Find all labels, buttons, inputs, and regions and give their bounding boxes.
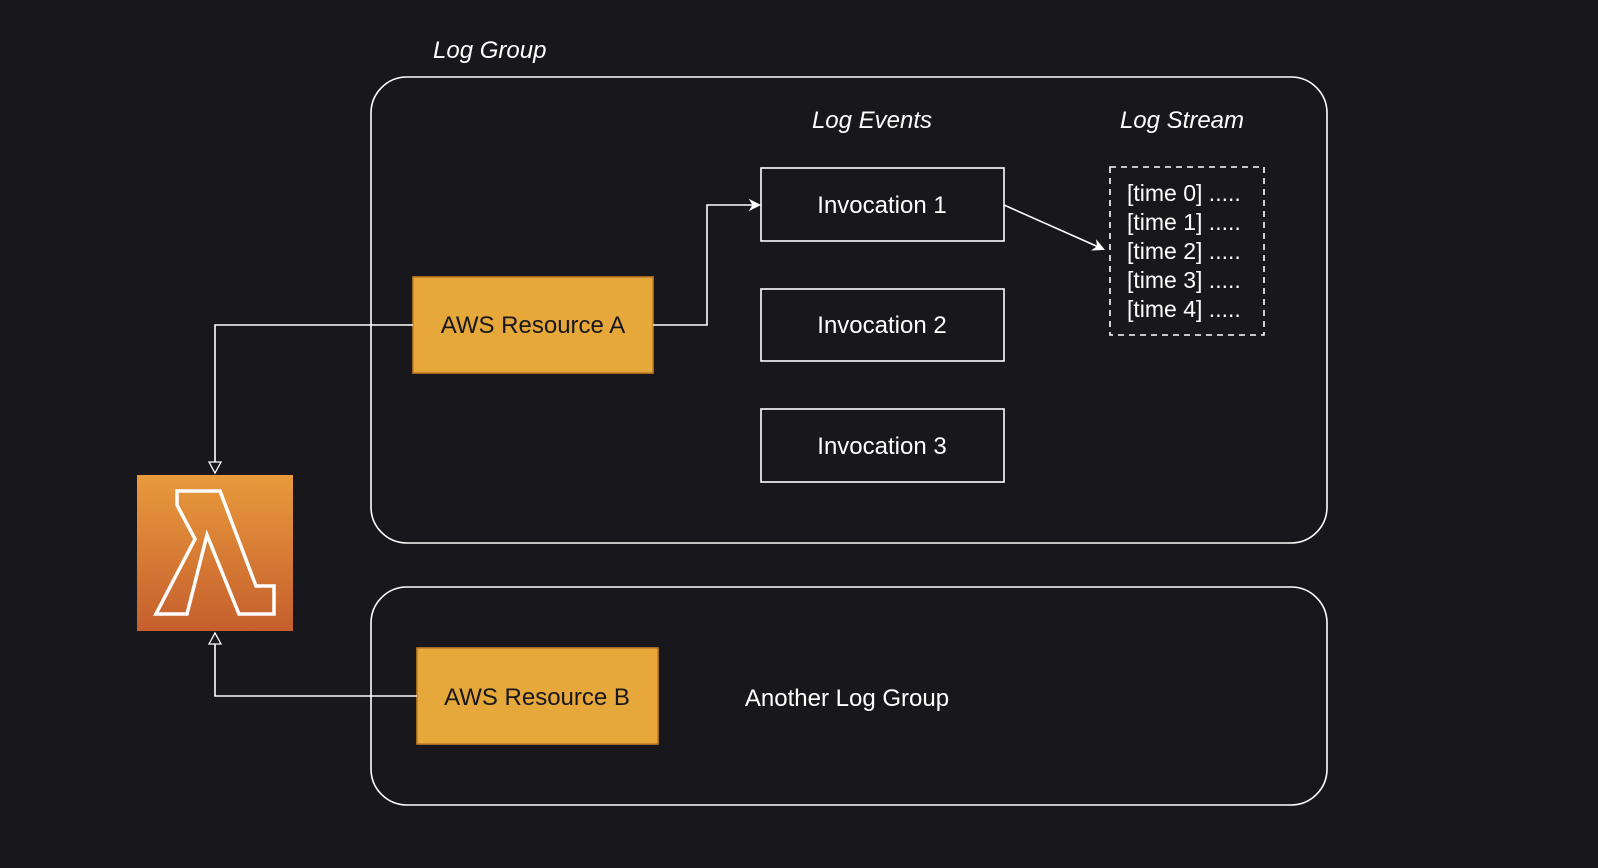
aws-resource-a-label: AWS Resource A [441, 312, 626, 339]
log-group-label: Log Group [433, 37, 546, 64]
connector-resource-b-to-lambda [215, 633, 417, 697]
aws-resource-b: AWS Resource B [416, 647, 659, 745]
log-stream-line-0: [time 0] ..... [1127, 180, 1241, 206]
invocation-label-3: Invocation 3 [817, 433, 946, 460]
log-stream-line-4: [time 4] ..... [1127, 296, 1241, 322]
connector-resource-a-to-lambda [215, 324, 413, 473]
log-stream-heading: Log Stream [1120, 107, 1244, 134]
another-log-group-label: Another Log Group [745, 685, 949, 712]
invocation-box-3: Invocation 3 [760, 408, 1005, 483]
log-events-heading: Log Events [812, 107, 932, 134]
connector-resource-a-to-invocation-1 [653, 205, 759, 326]
invocation-label-1: Invocation 1 [817, 192, 946, 219]
log-stream-line-3: [time 3] ..... [1127, 267, 1241, 293]
lambda-icon [137, 475, 293, 631]
aws-resource-b-label: AWS Resource B [444, 684, 630, 711]
log-stream-line-1: [time 1] ..... [1127, 209, 1241, 235]
connector-invocation-1-to-log-stream [1003, 204, 1103, 249]
invocation-box-2: Invocation 2 [760, 288, 1005, 362]
aws-resource-a: AWS Resource A [412, 276, 654, 374]
log-group-container [370, 76, 1328, 544]
log-stream-line-2: [time 2] ..... [1127, 238, 1241, 264]
log-stream-box: [time 0] ..... [time 1] ..... [time 2] .… [1109, 166, 1265, 336]
invocation-box-1: Invocation 1 [760, 167, 1005, 242]
invocation-label-2: Invocation 2 [817, 312, 946, 339]
